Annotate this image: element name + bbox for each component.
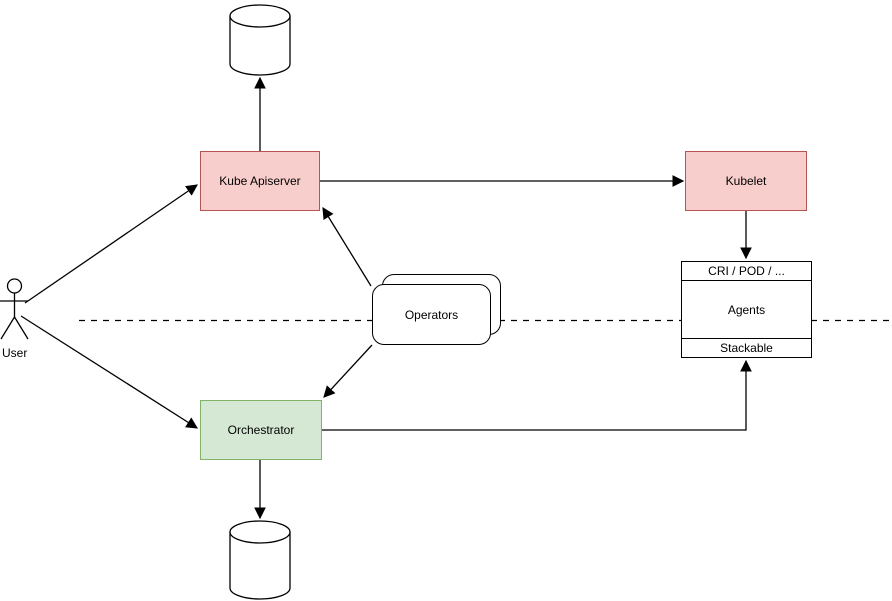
- edge-operators-to-orchestrator: [323, 344, 373, 398]
- kubelet-node: Kubelet: [685, 151, 807, 211]
- edge-operators-to-kube-apiserver: [322, 207, 372, 287]
- kubelet-label: Kubelet: [725, 174, 767, 188]
- agents-node: CRI / POD / ... Agents Stackable: [681, 261, 812, 358]
- sql-label: sql: [252, 554, 268, 568]
- edge-user-to-kube-apiserver: [24, 184, 198, 304]
- operators-node: Operators: [372, 284, 491, 345]
- kube-apiserver-label: Kube Apiserver: [219, 174, 301, 188]
- orchestrator-node: Orchestrator: [200, 400, 322, 460]
- operators-label: Operators: [404, 307, 459, 322]
- user-label: User: [2, 346, 28, 360]
- agents-body-label: Agents: [727, 302, 766, 317]
- agents-footer-label: Stackable: [720, 341, 773, 355]
- agents-body-section: Agents: [682, 281, 811, 338]
- user-actor-icon: [0, 278, 29, 340]
- edge-orchestrator-to-agents-stackable: [322, 359, 752, 431]
- agents-header-label: CRI / POD / ...: [708, 264, 785, 278]
- agents-header-section: CRI / POD / ...: [682, 262, 811, 281]
- orchestrator-label: Orchestrator: [227, 423, 295, 437]
- edge-user-to-orchestrator: [20, 315, 198, 429]
- etcd-label: etcd: [248, 34, 272, 48]
- kube-apiserver-node: Kube Apiserver: [200, 151, 320, 211]
- agents-footer-section: Stackable: [682, 338, 811, 357]
